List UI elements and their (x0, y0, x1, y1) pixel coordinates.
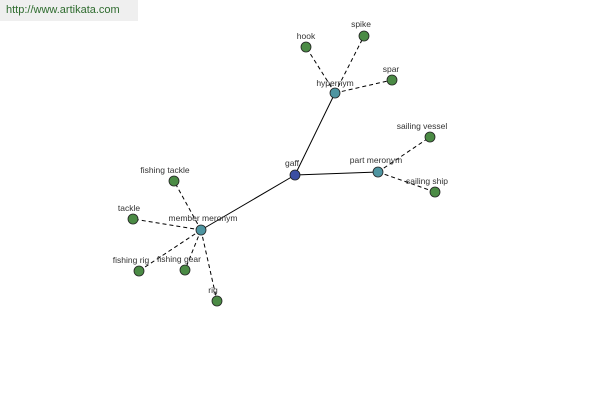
leaf-node-fishing-tackle[interactable] (168, 175, 180, 187)
leaf-node-rig[interactable] (211, 295, 223, 307)
graph-edges (132, 35, 436, 302)
leaf-node-sailing-ship[interactable] (429, 186, 441, 198)
leaf-label-fishing-rig[interactable]: fishing rig (113, 255, 150, 265)
relation-label-member-meronym[interactable]: member meronym (169, 213, 238, 223)
leaf-node-spar[interactable] (386, 74, 398, 86)
edge-member-meronym-rig (200, 229, 218, 302)
root-label-gaff[interactable]: gaff (285, 158, 300, 168)
edge-hypernym-spike (334, 35, 365, 94)
edge-member-meronym-fishing-gear (184, 229, 202, 271)
leaf-node-hook[interactable] (300, 41, 312, 53)
leaf-label-spike[interactable]: spike (351, 19, 371, 29)
edge-hypernym-spar (334, 79, 393, 94)
edge-gaff-hypernym (294, 92, 336, 176)
leaf-label-spar[interactable]: spar (383, 64, 400, 74)
source-url-link[interactable]: http://www.artikata.com (0, 0, 138, 21)
leaf-node-fishing-gear[interactable] (179, 264, 191, 276)
relation-label-part-meronym[interactable]: part meronym (350, 155, 402, 165)
leaf-node-sailing-vessel[interactable] (424, 131, 436, 143)
graph-labels: gaff hypernym part meronym member meronym ho… (113, 19, 448, 295)
leaf-label-fishing-tackle[interactable]: fishing tackle (140, 165, 189, 175)
relation-label-hypernym[interactable]: hypernym (316, 78, 353, 88)
relation-node-part-meronym[interactable] (372, 166, 384, 178)
edge-member-meronym-tackle (132, 218, 202, 231)
leaf-label-hook[interactable]: hook (297, 31, 316, 41)
edge-member-meronym-fishing-rig (138, 229, 202, 272)
leaf-label-fishing-gear[interactable]: fishing gear (157, 254, 201, 264)
relation-node-member-meronym[interactable] (195, 224, 207, 236)
edge-hypernym-hook (305, 46, 336, 94)
leaf-label-sailing-vessel[interactable]: sailing vessel (397, 121, 448, 131)
graph-nodes (127, 30, 441, 307)
edge-part-meronym-sailing-vessel (377, 136, 431, 173)
edge-gaff-member-meronym (200, 174, 296, 231)
edge-part-meronym-sailing-ship (377, 171, 436, 193)
relation-node-hypernym[interactable] (329, 87, 341, 99)
leaf-node-tackle[interactable] (127, 213, 139, 225)
leaf-node-spike[interactable] (358, 30, 370, 42)
leaf-label-sailing-ship[interactable]: sailing ship (406, 176, 448, 186)
leaf-node-fishing-rig[interactable] (133, 265, 145, 277)
leaf-label-rig[interactable]: rig (208, 285, 218, 295)
edge-member-meronym-fishing-tackle (173, 180, 202, 231)
edge-gaff-part-meronym (294, 171, 379, 176)
leaf-label-tackle[interactable]: tackle (118, 203, 140, 213)
root-node-gaff[interactable] (289, 169, 301, 181)
